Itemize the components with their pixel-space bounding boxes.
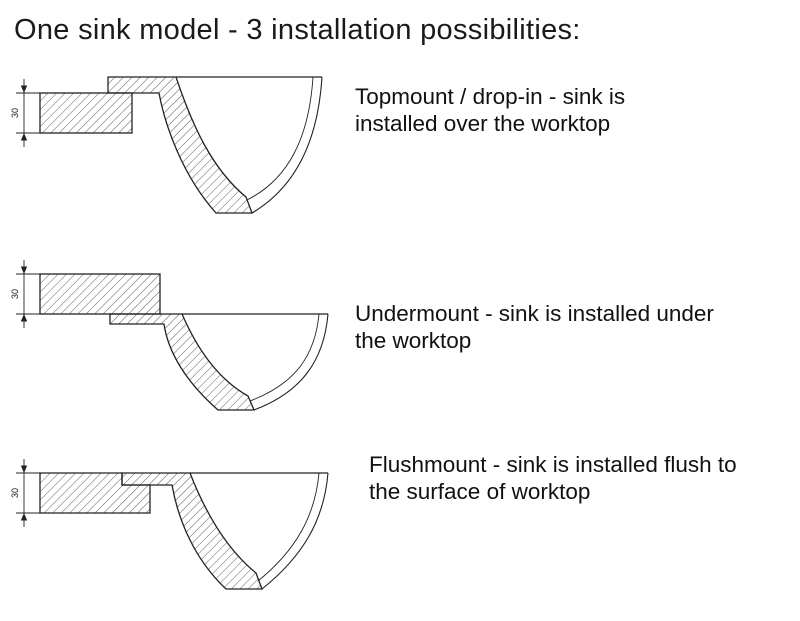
arrow-up-icon	[20, 314, 28, 322]
bowl-outer-arc	[251, 76, 323, 214]
undermount-section-svg: 30	[10, 260, 329, 411]
dimension-30-undermount: 30	[10, 260, 40, 328]
bowl-outer-arc	[253, 313, 329, 411]
sink-wall-section	[121, 472, 263, 590]
dimension-label: 30	[10, 289, 20, 299]
arrow-down-icon	[20, 465, 28, 473]
sink-wall-section	[109, 313, 255, 411]
flushmount-section-svg: 30	[10, 459, 329, 590]
worktop-section	[39, 92, 133, 134]
installation-row-flushmount: 30 Flushmount - sink is installed flush …	[10, 445, 800, 610]
installation-row-topmount: 30 Topmount / drop-in - sink is installe…	[10, 63, 800, 228]
dimension-30-flushmount: 30	[10, 459, 40, 527]
sink-profile-undermount	[109, 313, 329, 411]
topmount-drawing: 30	[10, 63, 355, 228]
bowl-inner-arc	[257, 472, 320, 582]
arrow-down-icon	[20, 85, 28, 93]
sink-profile-topmount	[107, 76, 323, 214]
bowl-inner-arc	[249, 313, 320, 402]
arrow-up-icon	[20, 133, 28, 141]
bowl-inner-arc	[246, 76, 314, 201]
dimension-label: 30	[10, 108, 20, 118]
page-title: One sink model - 3 installation possibil…	[14, 14, 581, 46]
flushmount-drawing: 30	[10, 445, 355, 610]
undermount-drawing: 30	[10, 254, 355, 419]
installation-label-topmount: Topmount / drop-in - sink is installed o…	[355, 84, 626, 137]
installation-label-flushmount: Flushmount - sink is installed flush to …	[369, 452, 737, 505]
topmount-section-svg: 30	[10, 76, 323, 214]
bowl-outer-arc	[261, 472, 329, 590]
sink-profile-flushmount	[121, 472, 329, 590]
worktop-section	[39, 273, 161, 315]
installation-label-undermount: Undermount - sink is installed under the…	[355, 301, 714, 354]
sink-wall-section	[107, 76, 253, 214]
installation-row-undermount: 30 Undermount - sink is installed under …	[10, 254, 800, 419]
dimension-30-topmount: 30	[10, 79, 40, 147]
arrow-up-icon	[20, 513, 28, 521]
dimension-label: 30	[10, 488, 20, 498]
arrow-down-icon	[20, 266, 28, 274]
